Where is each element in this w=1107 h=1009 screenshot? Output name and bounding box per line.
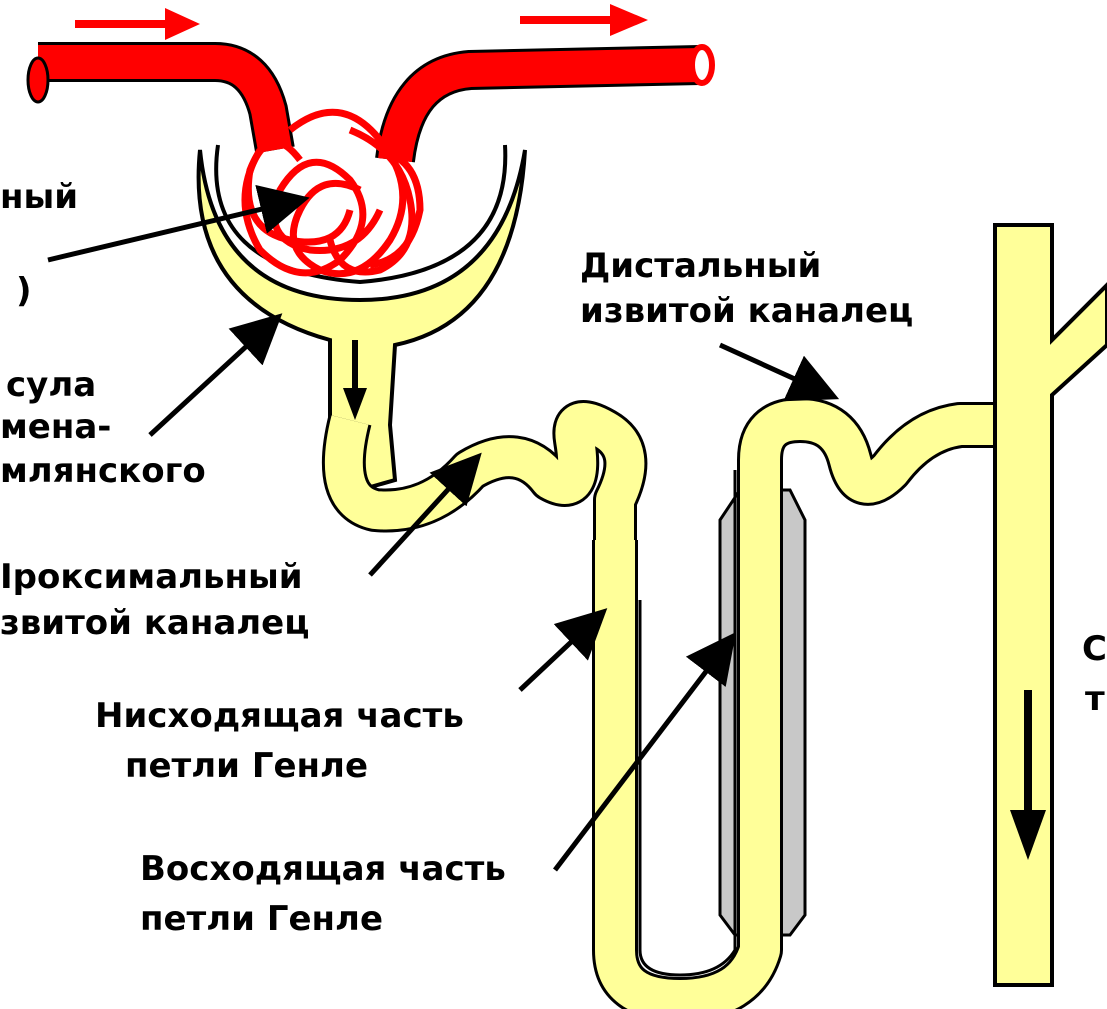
capsule-label-line2: мена- (0, 406, 111, 448)
descending-limb-label-line1: Нисходящая часть (95, 695, 464, 737)
glomerulus-label-line2: ) (16, 270, 32, 312)
collecting-duct (995, 225, 1107, 985)
capsule-label-line1: сула (6, 364, 96, 406)
proximal-tubule-label-line2: звитой каналец (0, 602, 309, 644)
afferent-arteriole (28, 58, 275, 150)
glomerulus-label-line1: ный (0, 176, 78, 218)
efferent-arteriole (395, 47, 712, 160)
proximal-tubule-label-line1: Іроксимальный (0, 556, 303, 598)
ascending-limb-label-line1: Восходящая часть (140, 848, 506, 890)
collecting-duct-label-line1: С (1082, 628, 1107, 670)
distal-tubule-label-line2: извитой каналец (580, 290, 913, 332)
distal-tubule-label-line1: Дистальный (580, 245, 821, 287)
blood-flow-arrows (75, 4, 648, 40)
descending-limb-label-line2: петли Генле (125, 745, 368, 787)
ascending-limb-label-line2: петли Генле (140, 898, 383, 940)
capsule-label-line3: млянского (0, 450, 206, 492)
collecting-duct-label-line2: т (1085, 678, 1105, 720)
